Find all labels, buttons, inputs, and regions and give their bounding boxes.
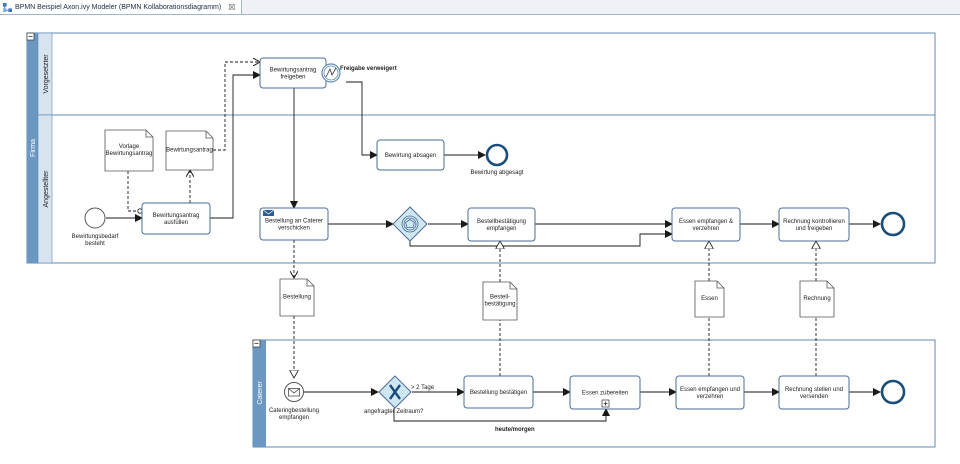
flow-verweigert-to-absagen (346, 81, 378, 159)
task-freigeben-label-line-1: Bewirtungsantrag (270, 68, 317, 74)
task-bestaetigung-empfangen-label-line-1: Bestellbestätigung (477, 219, 526, 225)
task-ausfuellen-label-line-2: ausfüllen (164, 220, 188, 226)
task-rechnung-kontrollieren-label-line-2: und freigeben (796, 226, 833, 232)
task-absagen[interactable]: Bewirtung absagen (376, 139, 445, 171)
task-essen-firma-label-line-2: verzehren (693, 226, 720, 232)
task-essen-zubereiten-label-line-1: Essen zubereiten (582, 391, 628, 397)
label-gateway-frage: angefragter Zeitraum? (364, 409, 424, 415)
end-event-caterer[interactable] (880, 379, 906, 405)
flow-ausfuellen-to-freigeben (210, 71, 261, 219)
assoc-vorlage-to-ausfuellen (127, 171, 143, 214)
task-rechnung-stellen-label-line-1: Rechnung stellen und (785, 387, 843, 393)
pool-caterer-label: Caterer (257, 381, 264, 405)
tab-close-icon[interactable]: ☒ (228, 2, 236, 12)
data-object-essen[interactable]: Essen (694, 280, 725, 318)
flow-gateway-to-essen (409, 230, 673, 247)
task-essen-caterer-label-line-1: Essen empfangen und (680, 387, 740, 393)
end-event-abgesagt-label: Bewirtung abgesagt (470, 170, 523, 176)
label-freigabe-verweigert: Freigabe verweigert (340, 66, 397, 72)
start-event-bewirtungsbedarf[interactable] (84, 207, 106, 229)
bpmn-collaboration-diagram: Firma Vorgesetzter Angestellter Caterer (26, 32, 936, 448)
data-object-vorlage-label-line-2: Bewirtungsantrag (106, 151, 153, 157)
data-object-antrag-label-line-1: Bewirtungsantrag (166, 148, 213, 154)
pool-firma-label: Firma (30, 139, 37, 157)
caterer-start-label-2: empfangen (279, 415, 309, 421)
task-bestellung-bestaetigen-label-line-1: Bestellung bestätigen (470, 390, 527, 396)
message-flows (127, 62, 816, 378)
task-essen-firma[interactable]: Essen empfangen &verzehren (671, 207, 741, 242)
pool-caterer-header (253, 340, 266, 447)
bpmn-diagram-icon (3, 2, 12, 12)
pool-firma-header (27, 33, 38, 263)
lane-angestellter: Angestellter (37, 114, 936, 264)
task-essen-firma-label-line-1: Essen empfangen & (679, 219, 733, 225)
flow-gateway-to-zubereiten (393, 408, 610, 422)
subprocess-plus-icon[interactable] (601, 399, 610, 408)
task-absagen-label-line-1: Bewirtung absagen (385, 153, 436, 159)
data-object-bestellbestaetigung[interactable]: Bestell-bestätigung (482, 281, 518, 321)
lane-vorgesetzter-label: Vorgesetzter (43, 54, 50, 94)
editor-tab[interactable]: BPMN Beispiel Axon.ivy Modeler (BPMN Kol… (0, 0, 243, 14)
task-verschicken-label-line-1: Bestellung an Caterer (265, 219, 323, 225)
flow-labels: Freigabe verweigert > 2 Tage angefragter… (340, 66, 535, 433)
task-rechnung-kontrollieren-label-line-1: Rechnung kontrollieren (783, 219, 845, 225)
exclusive-gateway[interactable] (378, 375, 412, 409)
data-object-rechnung-label-line-1: Rechnung (803, 296, 830, 302)
data-object-rechnung[interactable]: Rechnung (799, 280, 835, 318)
data-object-bestellbestaetigung-label-line-1: Bestell- (490, 295, 510, 301)
task-freigeben-label-line-2: freigeben (280, 75, 305, 81)
label-heute-morgen: heute/morgen (495, 427, 535, 433)
data-object-bestellung[interactable]: Bestellung (279, 278, 315, 317)
event-based-gateway[interactable] (392, 206, 428, 242)
end-event-bewirtung-abgesagt[interactable] (485, 143, 509, 167)
data-object-bestellbestaetigung-label-line-2: bestätigung (484, 302, 515, 308)
task-ausfuellen-label-line-1: Bewirtungsantrag (153, 213, 200, 219)
data-object-antrag[interactable]: Bewirtungsantrag (165, 130, 214, 171)
start-event-label-1: Bewirtungsbedarf (72, 234, 119, 240)
task-bestaetigung-empfangen-label-line-2: empfangen (486, 226, 516, 232)
task-rechnung-stellen-label-line-2: versenden (800, 394, 828, 400)
data-object-bestellung-label-line-1: Bestellung (283, 295, 311, 301)
start-event-label-2: besteht (85, 241, 105, 247)
gateways (378, 206, 428, 409)
msg-antrag-to-freigeben (213, 62, 260, 151)
events: Bewirtungsbedarf besteht Bewirtung abges… (72, 63, 906, 421)
pentagon-icon (405, 219, 415, 228)
task-verschicken-label-line-2: verschicken (278, 226, 310, 232)
editor-tabbar: BPMN Beispiel Axon.ivy Modeler (BPMN Kol… (0, 0, 960, 15)
sequence-flows (106, 71, 881, 422)
envelope-icon (288, 388, 300, 397)
x-icon (389, 384, 401, 400)
task-essen-zubereiten[interactable]: Essen zubereiten (569, 375, 641, 410)
send-message-icon (262, 209, 275, 216)
task-bestellung-bestaetigen[interactable]: Bestellung bestätigen (463, 375, 534, 409)
lane-angestellter-label: Angestellter (43, 170, 50, 208)
error-icon (325, 67, 337, 78)
data-object-essen-label-line-1: Essen (701, 296, 718, 302)
data-object-vorlage-label-line-1: Vorlage (119, 144, 140, 150)
end-event-firma[interactable] (880, 211, 906, 237)
caterer-start-label-1: Cateringbestellung (269, 408, 319, 414)
editor-tab-title: BPMN Beispiel Axon.ivy Modeler (BPMN Kol… (15, 3, 222, 11)
label-mehr-als-2-tage: > 2 Tage (411, 385, 435, 391)
task-essen-caterer-label-line-2: verzehren (697, 394, 724, 400)
data-objects: VorlageBewirtungsantragBewirtungsantragB… (104, 129, 835, 321)
